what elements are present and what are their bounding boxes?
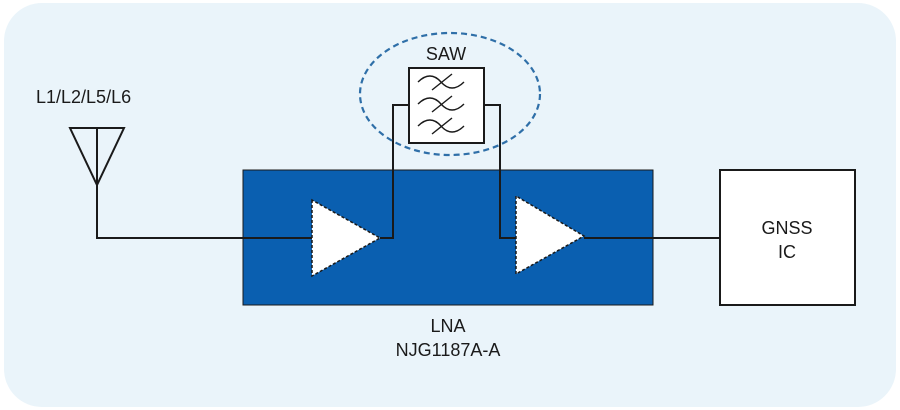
antenna-icon	[68, 127, 126, 188]
lna-label-line2: NJG1187A-A	[396, 340, 501, 360]
signal-wires	[96, 104, 720, 239]
saw-label: SAW	[426, 44, 466, 64]
antenna-label: L1/L2/L5/L6	[36, 87, 131, 107]
wire-amp1-to-saw	[380, 104, 409, 239]
wire-saw-to-amp2	[484, 104, 516, 239]
gnss-ic-label-line1: GNSS	[761, 218, 812, 238]
lna-label-line1: LNA	[430, 316, 465, 336]
wire-antenna-to-amp1	[96, 185, 312, 239]
gnss-ic-box	[719, 169, 856, 306]
amplifier-2-icon	[515, 194, 586, 276]
amplifier-1-icon	[311, 198, 382, 278]
saw-highlight-ellipse	[358, 31, 542, 157]
filter-wave-icon	[417, 73, 465, 135]
gnss-ic-label-line2: IC	[778, 242, 796, 262]
